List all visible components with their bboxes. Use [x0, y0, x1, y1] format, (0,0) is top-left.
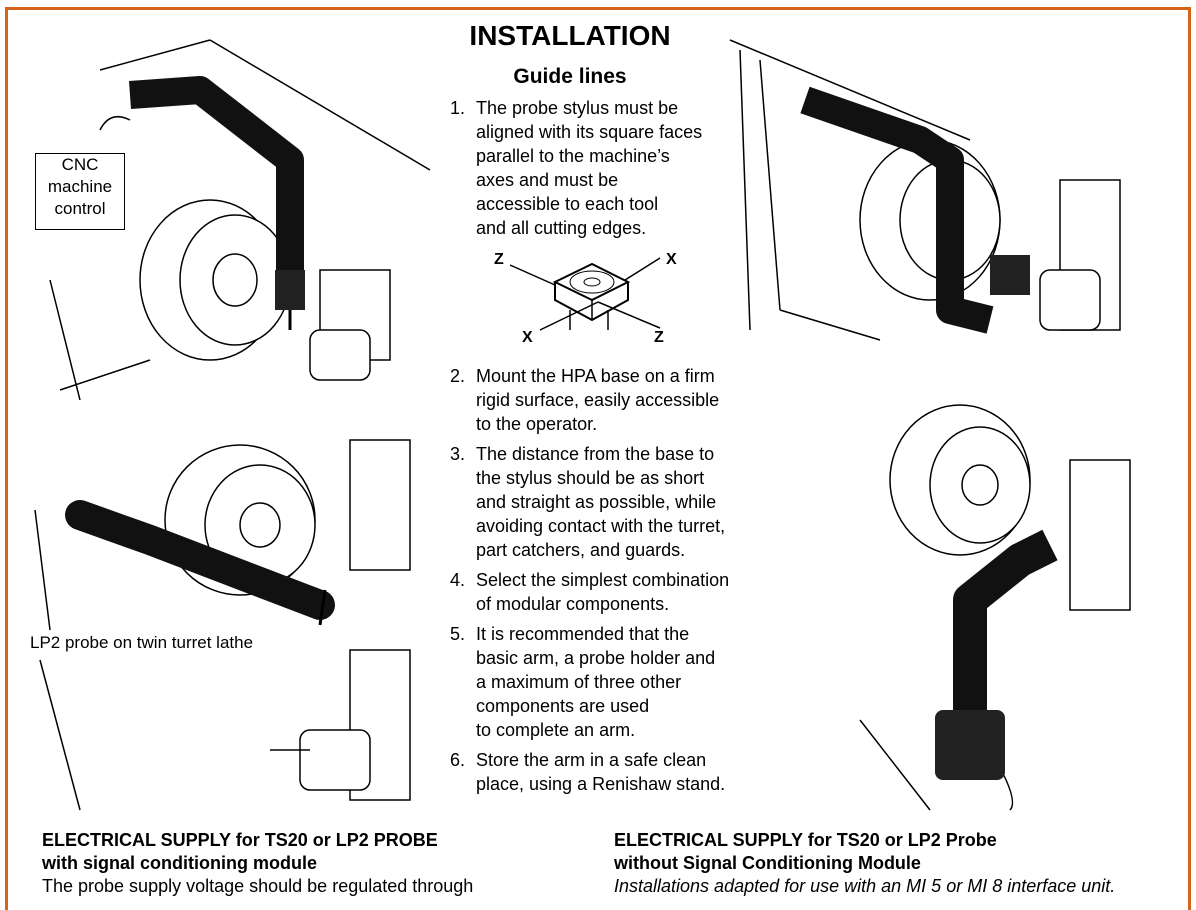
- guideline-item: 1. The probe stylus must be aligned with …: [450, 96, 780, 240]
- lathe-probe-illustration-top-left: [49, 39, 431, 401]
- section-subheading: with signal conditioning module: [42, 853, 317, 873]
- item-number: 4.: [450, 570, 466, 590]
- stylus-axis-diagram: Z X X Z: [494, 251, 677, 346]
- axis-label-x: X: [666, 251, 677, 268]
- electrical-supply-without-module: ELECTRICAL SUPPLY for TS20 or LP2 Probe …: [614, 829, 1115, 898]
- lathe-probe-illustration-bottom-right: [859, 404, 1131, 811]
- axis-label-z: Z: [654, 329, 664, 346]
- section-heading: ELECTRICAL SUPPLY for TS20 or LP2 Probe: [614, 830, 997, 850]
- item-text: The probe stylus must be aligned with it…: [476, 98, 703, 238]
- turret-illustration-bottom-left: [39, 649, 411, 811]
- axis-label-x: X: [522, 329, 533, 346]
- guidelines-list: 1. The probe stylus must be aligned with …: [450, 96, 780, 802]
- item-number: 6.: [450, 750, 466, 770]
- item-text: It is recommended that the basic arm, a …: [476, 624, 716, 740]
- item-text: Mount the HPA base on a firm rigid surfa…: [476, 366, 720, 434]
- section-body: The probe supply voltage should be regul…: [42, 876, 474, 896]
- twin-turret-lathe-illustration: [34, 439, 411, 630]
- guideline-item: 4. Select the simplest combination of mod…: [450, 568, 780, 616]
- guideline-item: 2. Mount the HPA base on a firm rigid sur…: [450, 364, 780, 436]
- page-title: INSTALLATION: [469, 20, 671, 51]
- section-subheading: without Signal Conditioning Module: [614, 853, 921, 873]
- section-heading: ELECTRICAL SUPPLY for TS20 or LP2 PROBE: [42, 830, 438, 850]
- section-subtitle: Guide lines: [513, 65, 627, 88]
- electrical-supply-with-module: ELECTRICAL SUPPLY for TS20 or LP2 PROBE …: [42, 829, 473, 898]
- axis-label-z: Z: [494, 251, 504, 268]
- guideline-item: 3. The distance from the base to the styl…: [450, 442, 780, 562]
- illustration-caption: LP2 probe on twin turret lathe: [30, 633, 254, 652]
- page-border: [5, 7, 1191, 910]
- item-number: 5.: [450, 624, 466, 644]
- item-number: 3.: [450, 444, 466, 464]
- guideline-item: 6. Store the arm in a safe clean place, u…: [450, 748, 780, 796]
- lathe-probe-illustration-top-right: [729, 39, 1121, 341]
- item-text: The distance from the base to the stylus…: [476, 444, 726, 560]
- cnc-machine-control-label: CNC machine control: [35, 153, 125, 230]
- item-number: 1.: [450, 98, 466, 118]
- section-body: Installations adapted for use with an MI…: [614, 876, 1116, 896]
- item-number: 2.: [450, 366, 466, 386]
- item-text: Select the simplest combination of modul…: [476, 570, 730, 614]
- item-text: Store the arm in a safe clean place, usi…: [476, 750, 726, 794]
- guideline-item: 5. It is recommended that the basic arm, …: [450, 622, 780, 742]
